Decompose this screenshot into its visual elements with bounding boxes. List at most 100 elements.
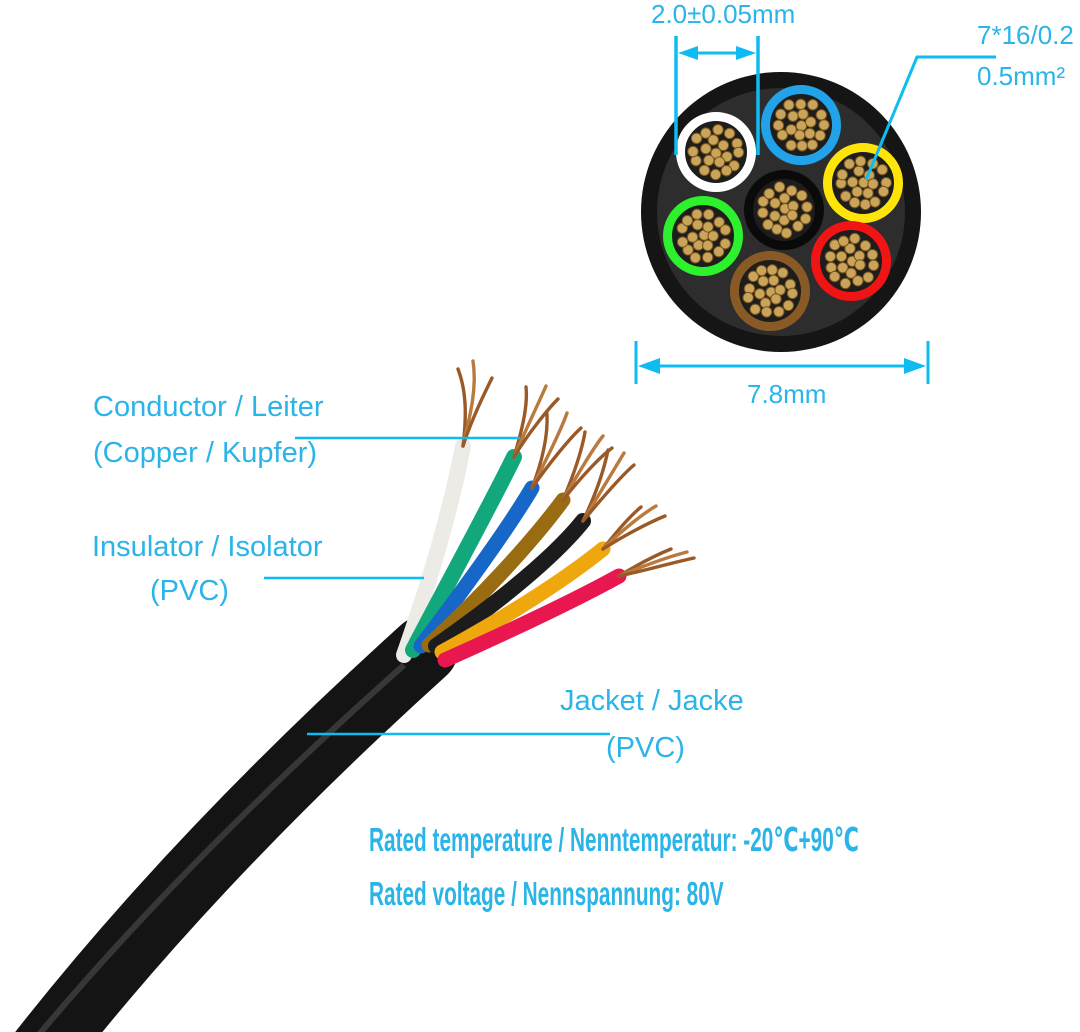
copper-strand-dot: [783, 99, 795, 111]
outer-diameter-label: 7.8mm: [747, 379, 827, 409]
copper-strand-dot: [846, 176, 859, 188]
copper-strand-dot: [686, 231, 699, 243]
dim-arrowhead-left: [638, 358, 660, 374]
wire-insulation-white: [396, 438, 471, 663]
copper-strands-green: [512, 397, 560, 459]
wire-black: [428, 448, 636, 654]
copper-strand-dot: [682, 244, 694, 256]
copper-strand-dot: [709, 168, 722, 181]
copper-strand-dot: [859, 198, 872, 211]
copper-strand-dot: [702, 239, 714, 252]
copper-strand-dot: [837, 235, 850, 247]
copper-strand-dot: [787, 110, 799, 122]
copper-strand-dot: [852, 275, 864, 287]
conductor-label-line1: Conductor / Leiter: [93, 391, 324, 423]
copper-strand-dot: [824, 250, 837, 263]
copper-strand-dot: [776, 129, 789, 141]
copper-strand-dot: [837, 261, 849, 274]
copper-strand-dot: [844, 242, 856, 255]
copper-strand-dot: [700, 127, 712, 139]
wire-insulation-red: [437, 568, 627, 668]
copper-strands-blue: [530, 426, 583, 490]
copper-strand-dot: [804, 127, 816, 140]
copper-strand-dot: [853, 165, 865, 177]
copper-strand-dot: [805, 116, 817, 128]
core-diameter-label: 2.0±0.05mm: [651, 0, 796, 29]
copper-strand-dot: [707, 134, 719, 146]
copper-strand-dot: [763, 188, 775, 200]
copper-strand-dot: [778, 214, 790, 226]
copper-strand-dot: [717, 139, 730, 152]
cable-jacket-photo: [15, 616, 458, 1032]
copper-strand-dot: [845, 267, 857, 279]
copper-strand-dot: [687, 145, 699, 158]
rated-voltage-text: Rated voltage / Nennspannung: 80V: [369, 875, 724, 912]
copper-strand-dot: [806, 139, 819, 151]
copper-strand-dot: [690, 132, 703, 145]
copper-strand-dot: [681, 214, 694, 227]
copper-strands-black: [581, 463, 636, 523]
copper-strand-dot: [769, 197, 781, 209]
core-red: [811, 221, 891, 301]
wire-blue: [413, 411, 583, 654]
copper-strand-dot: [799, 213, 812, 225]
copper-strand-dot: [703, 154, 715, 167]
copper-strand-dot: [747, 270, 760, 283]
jacket-label-line1: Jacket / Jacke: [560, 685, 744, 717]
core-white: [676, 112, 756, 192]
copper-strand-dot: [849, 232, 861, 245]
copper-strand-dot: [719, 224, 732, 236]
copper-strand-dot: [867, 178, 879, 190]
copper-strand-dot: [814, 129, 826, 142]
rated-temperature-text: Rated temperature / Nenntemperatur: -20℃…: [369, 821, 859, 858]
copper-strand-dot: [760, 306, 773, 318]
annotations: [264, 36, 996, 736]
wire-yellow: [434, 504, 667, 660]
copper-strand-dot: [801, 201, 813, 213]
copper-strand-dot: [866, 248, 879, 261]
core-black: [744, 170, 824, 250]
copper-strand-dot: [862, 187, 874, 199]
copper-strand-dot: [713, 245, 725, 258]
copper-strand-dot: [782, 299, 795, 312]
dim-arrowhead-right: [904, 358, 926, 374]
copper-strand-dot: [742, 291, 754, 304]
copper-strand-dot: [851, 186, 863, 198]
copper-strand-dot: [732, 146, 745, 159]
copper-strand-dot: [773, 306, 785, 318]
insulator-label-line1: Insulator / Isolator: [92, 531, 323, 563]
wire-insulation-green: [405, 449, 522, 658]
copper-strand-dot: [785, 185, 798, 197]
copper-strands-yellow: [601, 514, 667, 551]
conductor-area-label: 0.5mm²: [977, 61, 1066, 91]
core-blue: [761, 85, 841, 165]
copper-strand-dot: [757, 275, 770, 287]
copper-strand-dot: [712, 124, 724, 136]
copper-strand-dot: [836, 168, 848, 181]
insulator-label-line2: (PVC): [150, 575, 229, 607]
dim-arrowhead-right: [736, 46, 756, 60]
copper-strand-dot: [707, 230, 719, 242]
copper-strand-dot: [795, 98, 807, 110]
copper-strand-dot: [691, 219, 704, 231]
copper-strand-dot: [840, 190, 852, 202]
copper-strand-dot: [778, 192, 791, 204]
copper-strand-dot: [757, 207, 769, 219]
copper-strand-dot: [786, 209, 798, 221]
copper-strand-dot: [689, 252, 702, 264]
copper-strand-dot: [848, 196, 861, 209]
copper-strand-dot: [867, 259, 880, 272]
core-yellow: [823, 143, 903, 223]
copper-strand-dot: [773, 181, 786, 193]
jacket-gloss-highlight: [37, 662, 406, 1032]
wire-green: [405, 384, 560, 658]
copper-strand-dot: [797, 108, 809, 120]
copper-strand-dot: [698, 164, 711, 176]
copper-strand-dot: [862, 271, 874, 283]
copper-strands-white: [461, 376, 494, 448]
copper-strands-red: [617, 556, 696, 578]
copper-strand-dot: [792, 220, 804, 232]
copper-strand-dot: [777, 267, 789, 279]
copper-strand-dot: [775, 108, 787, 120]
